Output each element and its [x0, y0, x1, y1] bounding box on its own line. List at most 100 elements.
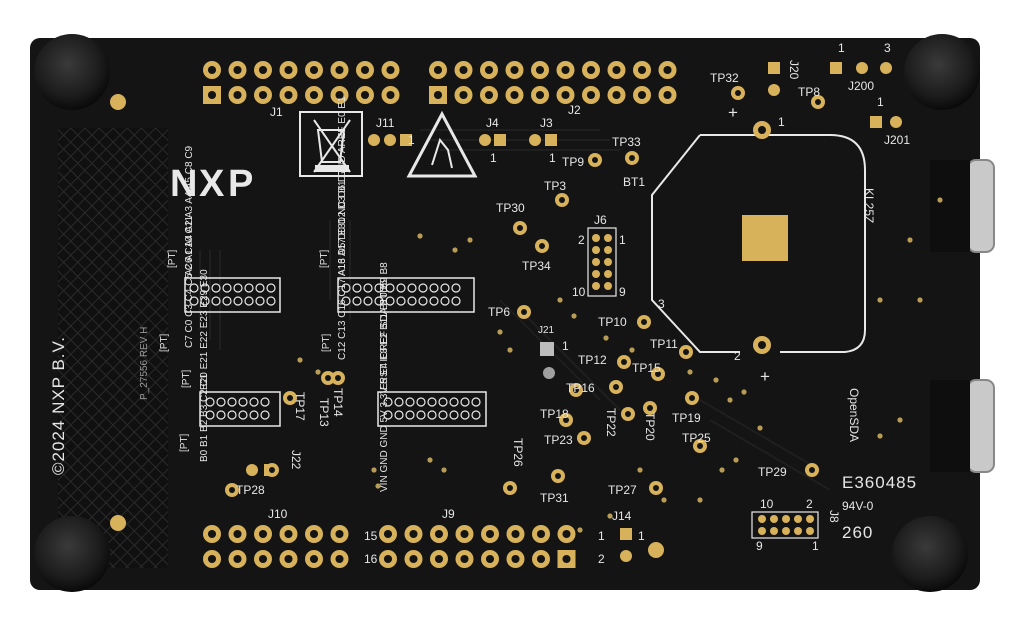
inner-pin: [227, 397, 237, 407]
pin9-j8: 9: [756, 539, 763, 553]
pin1-j8: 1: [812, 539, 819, 553]
inner-pin: [266, 296, 276, 306]
tp32-label: TP32: [710, 71, 739, 85]
inner-pin: [396, 296, 406, 306]
label-j1: J1: [270, 105, 283, 119]
pad-hole: [386, 90, 395, 100]
via: [733, 457, 739, 463]
test-point-hole: [287, 395, 293, 401]
test-point-hole: [559, 197, 565, 203]
inner-pin: [211, 283, 221, 293]
label-j10: J10: [268, 507, 288, 521]
via: [877, 297, 883, 303]
tp6-label: TP6: [488, 305, 511, 319]
tp26-label: TP26: [511, 438, 525, 467]
j10-header-pads: [203, 525, 349, 568]
test-point-hole: [683, 349, 689, 355]
j8-pin: [758, 527, 766, 535]
tp34-label: TP34: [522, 259, 551, 273]
inner-pin: [260, 397, 270, 407]
inner-pin: [244, 296, 254, 306]
inner-pin: [363, 296, 373, 306]
via: [607, 513, 613, 519]
label-j22: J22: [289, 450, 303, 470]
svg-text:N: N: [170, 163, 196, 205]
j8-header: [751, 511, 819, 539]
inner-pin: [255, 296, 265, 306]
test-point-hole: [697, 443, 703, 449]
inner-pin: [416, 397, 426, 407]
tp33-label: TP33: [612, 135, 641, 149]
label-kl25z: KL25Z: [862, 188, 876, 224]
pin1-j4: 1: [490, 151, 497, 165]
inner-pin: [429, 283, 439, 293]
inner-pin: [427, 410, 437, 420]
j6-pin: [592, 234, 600, 242]
j2-header-pads: [429, 61, 677, 104]
j1-inner-header: [184, 277, 281, 313]
tp18-label: TP18: [540, 407, 569, 421]
pin10-j8: 10: [760, 497, 774, 511]
label-j201: J201: [884, 133, 911, 147]
pad-hole: [309, 90, 319, 100]
via: [917, 297, 923, 303]
inner-pin: [460, 397, 470, 407]
pad-hole: [459, 65, 468, 75]
inner-pin: [222, 283, 232, 293]
pad-hole: [485, 554, 495, 564]
nxp-logo: N X P: [170, 163, 253, 205]
via: [907, 237, 913, 243]
j8-pads: [758, 515, 814, 535]
pad-hole: [434, 529, 444, 539]
via: [713, 377, 719, 383]
test-point-hole: [592, 157, 598, 163]
pad-hole: [309, 554, 319, 564]
pad-hole: [360, 90, 370, 100]
inner-pin: [440, 283, 450, 293]
via: [897, 417, 903, 423]
via: [375, 483, 381, 489]
inner-pin: [374, 296, 384, 306]
j6-pin: [604, 270, 612, 278]
inner-pin: [205, 397, 215, 407]
pad-hole: [510, 90, 519, 100]
inner-pin: [407, 283, 417, 293]
copyright-text: ©2024 NXP B.V.: [49, 335, 68, 475]
tp25-label: TP25: [682, 431, 711, 445]
inner-pin: [416, 410, 426, 420]
pin3-j200: 3: [884, 41, 891, 55]
test-point-hole: [555, 473, 561, 479]
tp28-label: TP28: [236, 483, 265, 497]
via: [697, 497, 703, 503]
via: [497, 329, 503, 335]
pad-hole: [284, 65, 293, 75]
pad-hole: [612, 65, 621, 75]
inner-pin: [451, 296, 461, 306]
plus-top: +: [728, 103, 739, 122]
pad-hole: [207, 554, 217, 564]
via: [452, 247, 458, 253]
inner-pin: [427, 397, 437, 407]
pcb-board: [30, 38, 980, 590]
inner-pin: [471, 397, 481, 407]
pad-hole: [663, 65, 672, 75]
via: [417, 233, 423, 239]
pad-hole: [409, 529, 418, 539]
inner-pin: [383, 410, 393, 420]
inner-pin: [396, 283, 406, 293]
via: [557, 297, 563, 303]
pad-hole: [258, 554, 268, 564]
via: [629, 347, 635, 353]
test-point-hole: [647, 405, 653, 411]
inner-pin: [244, 283, 254, 293]
pin3-bt1: 3: [658, 297, 665, 311]
pad-hole: [383, 529, 393, 539]
pin1-j11: 1: [408, 133, 415, 147]
inner-pin: [383, 397, 393, 407]
battery-holder-outline: [651, 134, 866, 353]
label-date-code: 260: [842, 523, 874, 542]
pad-hole: [433, 90, 443, 100]
test-point-hole: [573, 387, 579, 393]
j10-inner-header: [199, 391, 281, 427]
pad-hole: [360, 65, 370, 75]
